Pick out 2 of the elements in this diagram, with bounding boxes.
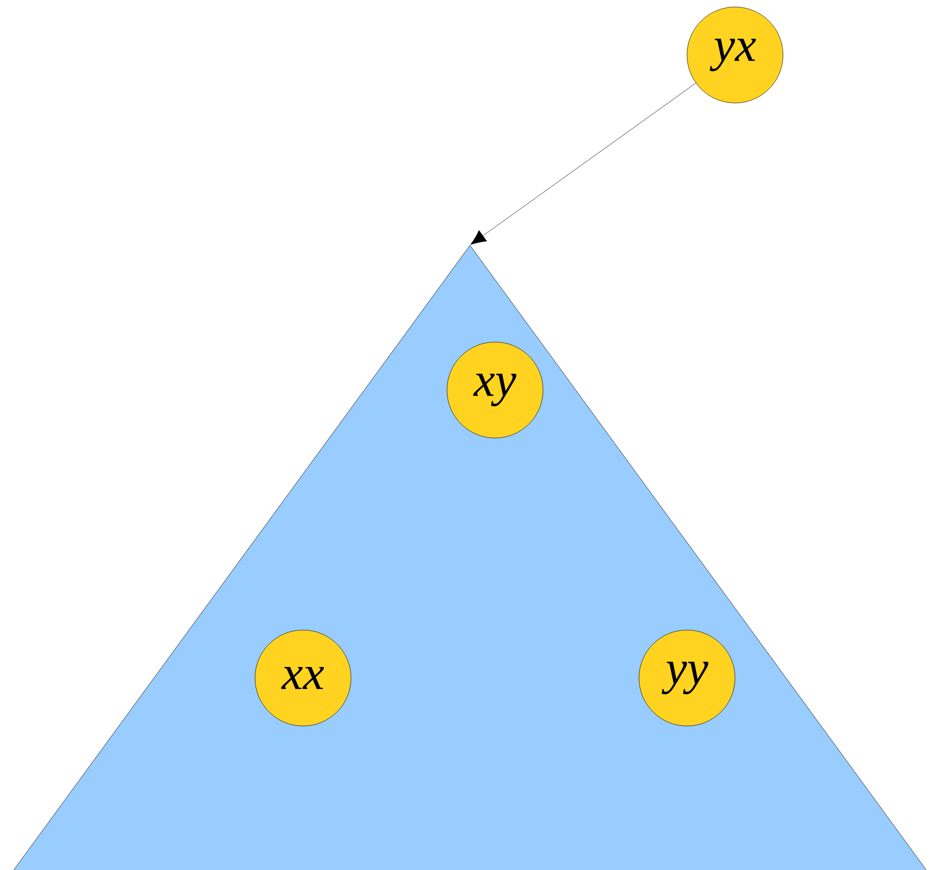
arrow bbox=[470, 82, 696, 245]
triangle-shape bbox=[13, 245, 927, 870]
